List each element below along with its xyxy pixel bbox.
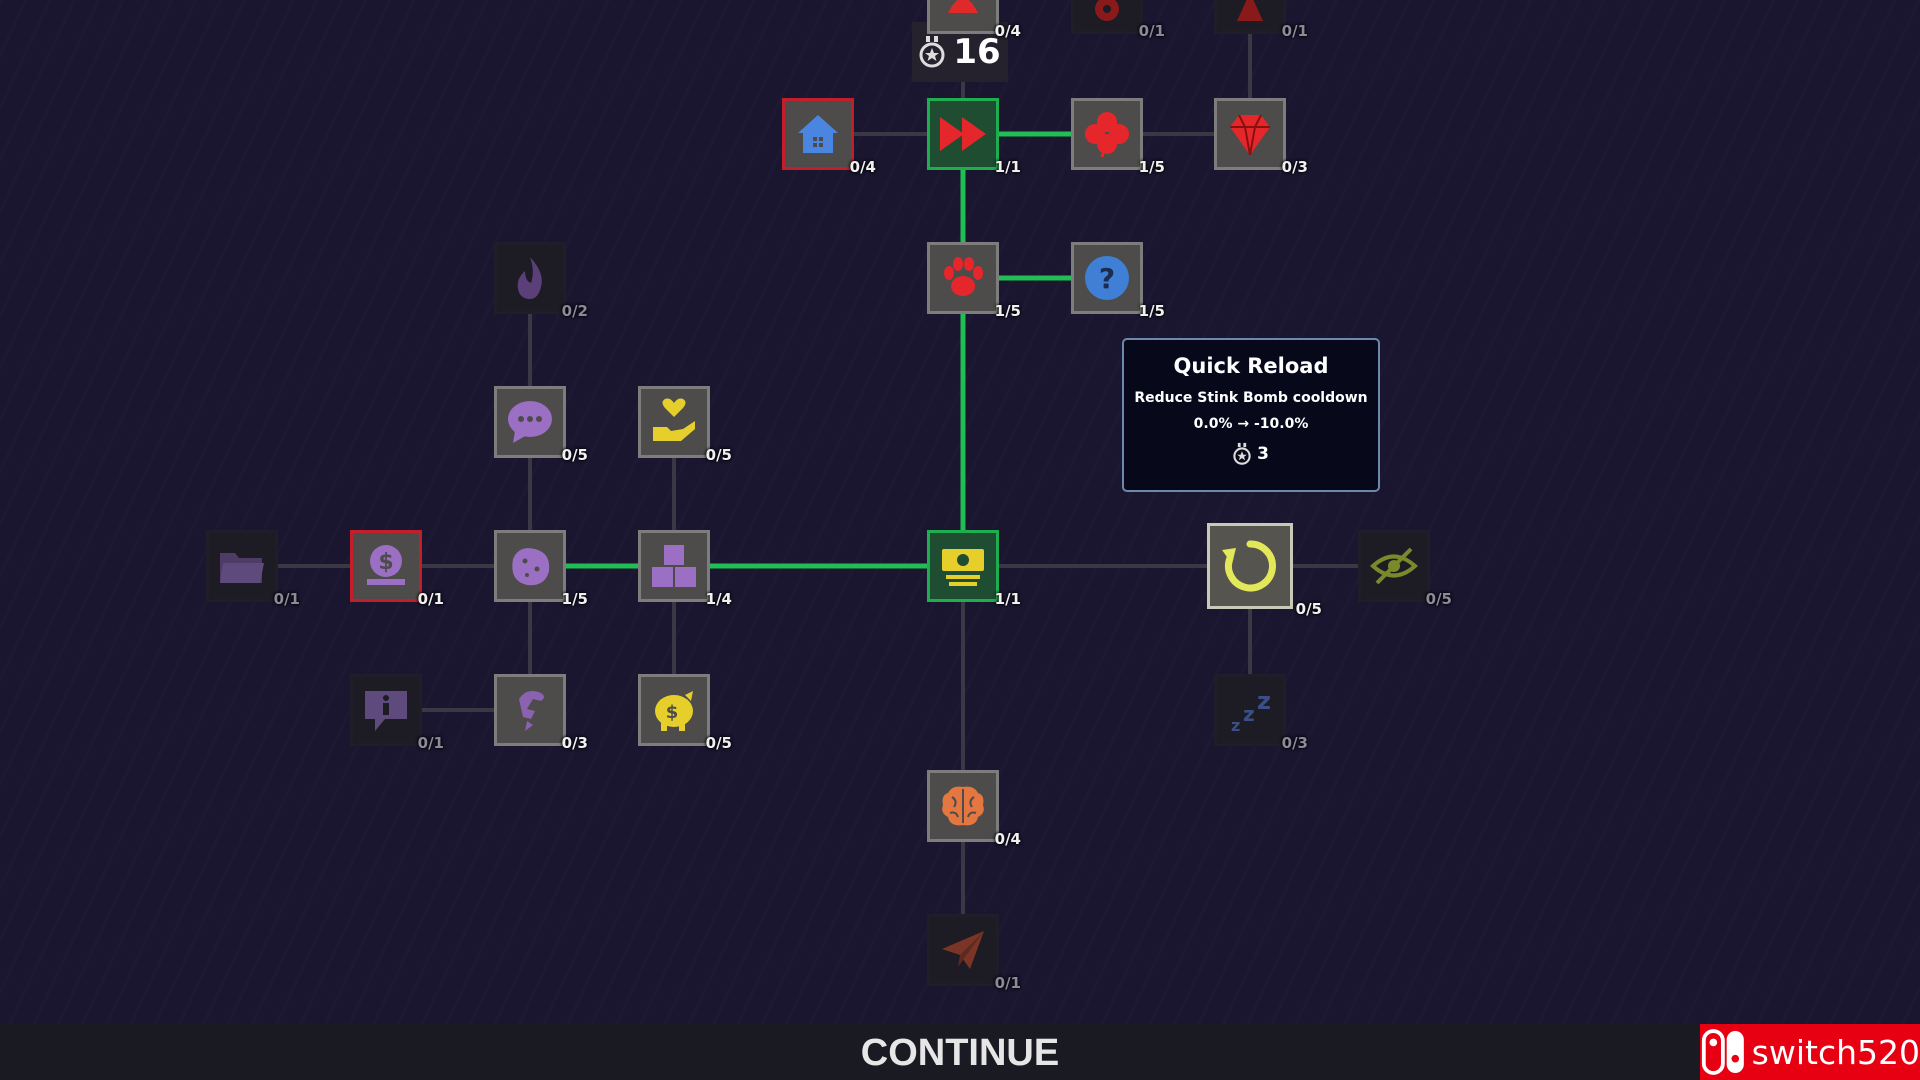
node-level-count: 1/5 xyxy=(994,302,1021,320)
top-unknown-b-node[interactable]: 0/1 xyxy=(1071,0,1165,40)
node-level-count: 0/4 xyxy=(994,830,1021,848)
skill-tooltip: Quick Reload Reduce Stink Bomb cooldown … xyxy=(1122,338,1380,492)
tooltip-title: Quick Reload xyxy=(1173,354,1329,378)
node-level-count: 0/3 xyxy=(561,734,588,752)
svg-text:$: $ xyxy=(666,702,679,723)
paw-node[interactable]: 1/5 xyxy=(927,242,1021,320)
node-level-count: 0/1 xyxy=(273,590,300,608)
node-level-count: 0/5 xyxy=(705,446,732,464)
node-level-count: 1/4 xyxy=(705,590,732,608)
svg-text:z: z xyxy=(1257,687,1271,715)
fire-node[interactable]: 0/2 xyxy=(494,242,588,320)
svg-text:z: z xyxy=(1231,716,1240,735)
folder-node[interactable]: 0/1 xyxy=(206,530,300,608)
node-level-count: 1/1 xyxy=(994,590,1021,608)
chat-bubble-icon xyxy=(508,401,552,443)
paper-plane-node[interactable]: 0/1 xyxy=(927,914,1021,992)
watermark-text: switch520 xyxy=(1751,1032,1920,1072)
node-level-count: 0/4 xyxy=(994,22,1021,40)
paw-icon xyxy=(944,257,983,296)
node-level-count: 0/5 xyxy=(561,446,588,464)
hand-icon xyxy=(519,691,546,731)
fast-forward-node[interactable]: 1/1 xyxy=(927,98,1021,176)
brain-icon xyxy=(942,786,984,826)
svg-text:z: z xyxy=(1243,702,1255,726)
node-level-count: 0/5 xyxy=(705,734,732,752)
medal-icon xyxy=(1233,442,1251,465)
svg-text:?: ? xyxy=(1099,262,1115,295)
pin-icon xyxy=(1095,0,1119,21)
question-icon: ? xyxy=(1085,256,1129,300)
node-level-count: 0/1 xyxy=(994,974,1021,992)
boxes-node[interactable]: 1/4 xyxy=(638,530,732,608)
heart-hand-node[interactable]: 0/5 xyxy=(638,386,732,464)
hidden-eye-node[interactable]: 0/5 xyxy=(1358,530,1452,608)
node-level-count: 1/5 xyxy=(1138,158,1165,176)
tooltip-description: Reduce Stink Bomb cooldown xyxy=(1134,390,1368,406)
dollar-coin-icon: $ xyxy=(367,545,405,585)
clover-node[interactable]: 1/5 xyxy=(1071,98,1165,176)
flame-icon xyxy=(517,257,542,299)
bell-icon xyxy=(948,0,978,13)
watermark: switch520 xyxy=(1700,1024,1920,1080)
node-level-count: 1/5 xyxy=(1138,302,1165,320)
node-level-count: 0/3 xyxy=(1281,158,1308,176)
heart-hand-icon xyxy=(653,398,695,441)
continue-button[interactable]: CONTINUE xyxy=(860,1032,1060,1074)
top-unknown-a-node[interactable]: 0/4 xyxy=(927,0,1021,40)
boxes-icon xyxy=(652,545,696,587)
node-level-count: 0/4 xyxy=(849,158,876,176)
chat-node[interactable]: 0/5 xyxy=(494,386,588,464)
info-node[interactable]: 0/1 xyxy=(350,674,444,752)
top-unknown-c-node[interactable]: 0/1 xyxy=(1214,0,1308,40)
medal-icon xyxy=(919,36,945,68)
node-level-count: 0/1 xyxy=(1281,22,1308,40)
node-level-count: 0/5 xyxy=(1295,600,1322,618)
switch-logo-icon xyxy=(1701,1029,1744,1075)
potato-node[interactable]: 1/5 xyxy=(494,530,588,608)
cone-icon xyxy=(1237,0,1263,21)
piggy-bank-node[interactable]: $ 0/5 xyxy=(638,674,732,752)
tooltip-cost-value: 3 xyxy=(1257,444,1269,464)
node-level-count: 1/1 xyxy=(994,158,1021,176)
node-level-count: 0/3 xyxy=(1281,734,1308,752)
skill-points-value: 16 xyxy=(953,32,1001,72)
piggy-bank-icon: $ xyxy=(655,691,693,731)
folder-icon xyxy=(220,553,264,583)
info-icon xyxy=(365,691,407,731)
cash-node[interactable]: 1/1 xyxy=(927,530,1021,608)
hand-node[interactable]: 0/3 xyxy=(494,674,588,752)
node-level-count: 0/1 xyxy=(417,590,444,608)
node-level-count: 0/1 xyxy=(417,734,444,752)
question-node[interactable]: ? 1/5 xyxy=(1071,242,1165,320)
paper-plane-icon xyxy=(942,931,984,969)
node-level-count: 0/1 xyxy=(1138,22,1165,40)
bottom-bar xyxy=(0,1024,1920,1080)
node-level-count: 0/2 xyxy=(561,302,588,320)
home-node[interactable]: 0/4 xyxy=(782,98,876,176)
reload-icon xyxy=(1222,540,1276,592)
coin-stack-node[interactable]: $ 0/1 xyxy=(350,530,444,608)
home-icon xyxy=(798,115,838,153)
fast-forward-icon xyxy=(940,117,986,151)
clover-icon xyxy=(1085,112,1129,158)
cash-icon xyxy=(942,549,984,586)
brain-node[interactable]: 0/4 xyxy=(927,770,1021,848)
tooltip-values: 0.0% → -10.0% xyxy=(1193,416,1309,432)
gem-icon xyxy=(1230,114,1270,156)
quick-reload-node[interactable]: 0/5 xyxy=(1207,523,1322,618)
potato-icon xyxy=(512,548,550,586)
gem-node[interactable]: 0/3 xyxy=(1214,98,1308,176)
tooltip-cost: 3 xyxy=(1124,442,1378,466)
node-level-count: 1/5 xyxy=(561,590,588,608)
svg-text:$: $ xyxy=(378,550,393,575)
node-level-count: 0/5 xyxy=(1425,590,1452,608)
eye-slash-icon xyxy=(1370,547,1418,585)
